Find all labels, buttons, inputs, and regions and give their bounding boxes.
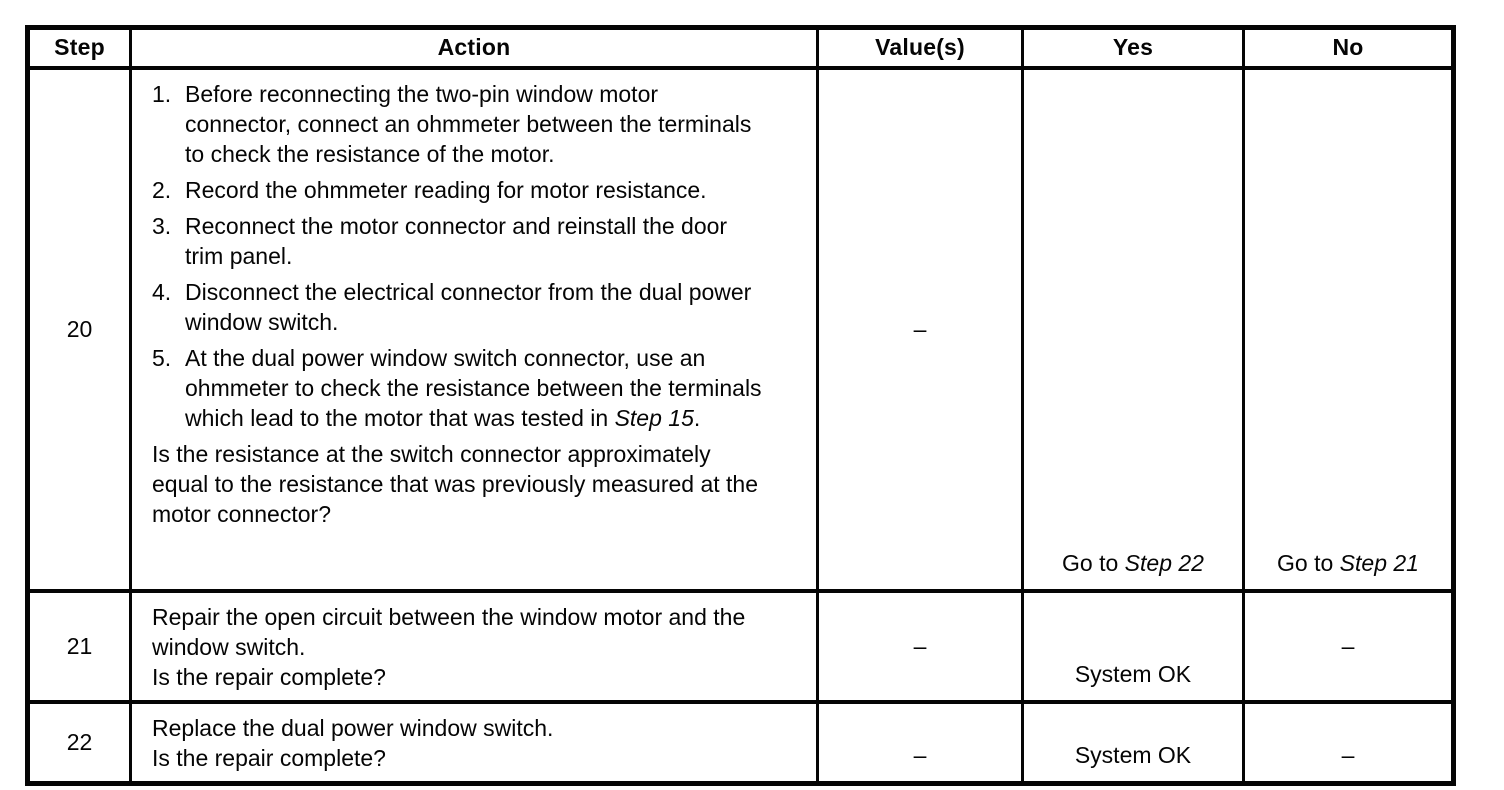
value-cell: – xyxy=(816,65,1024,593)
action-statement: Repair the open circuit between the wind… xyxy=(152,603,746,660)
yes-text: Go to xyxy=(1062,549,1125,576)
action-item-text: Before reconnecting the two-pin window m… xyxy=(185,80,752,167)
diagnostic-question: Is the repair complete? xyxy=(152,744,386,771)
action-cell: Replace the dual power window switch. Is… xyxy=(129,699,819,785)
header-cell-values: Value(s) xyxy=(816,25,1024,70)
no-cell: – xyxy=(1242,699,1455,785)
no-cell: – xyxy=(1242,588,1455,704)
no-cell: Go to Step 21 xyxy=(1242,65,1455,593)
table-row-step-21: 21 Repair the open circuit between the w… xyxy=(26,588,1455,704)
action-item-text-suffix: . xyxy=(693,404,701,431)
action-item-2: 2. Record the ohmmeter reading for motor… xyxy=(152,175,764,205)
step-number: 21 xyxy=(26,588,132,704)
yes-cell: System OK xyxy=(1021,699,1245,785)
diagnostic-question: Is the resistance at the switch connecto… xyxy=(152,440,759,527)
action-item-text: Reconnect the motor connector and reinst… xyxy=(185,212,728,269)
no-text: Go to xyxy=(1277,549,1340,576)
scanned-page: Step Action Value(s) Yes No 20 1. Before… xyxy=(25,25,1456,786)
action-item-number: 5. xyxy=(152,344,172,371)
value-cell: – xyxy=(816,699,1024,785)
action-item-3: 3. Reconnect the motor connector and rei… xyxy=(152,211,764,271)
step-number: 20 xyxy=(26,65,132,593)
action-item-4: 4. Disconnect the electrical connector f… xyxy=(152,277,764,337)
header-cell-action: Action xyxy=(129,25,819,70)
action-item-number: 3. xyxy=(152,212,172,239)
action-cell: Repair the open circuit between the wind… xyxy=(129,588,819,704)
action-item-5: 5. At the dual power window switch conne… xyxy=(152,343,764,433)
header-cell-step: Step xyxy=(26,25,132,70)
table-row-step-22: 22 Replace the dual power window switch.… xyxy=(26,699,1455,785)
table-header-row: Step Action Value(s) Yes No xyxy=(26,25,1455,70)
step-reference: Step 15 xyxy=(614,404,694,431)
action-item-text: Disconnect the electrical connector from… xyxy=(185,278,752,335)
header-cell-no: No xyxy=(1242,25,1455,70)
diagnostic-question: Is the repair complete? xyxy=(152,663,386,690)
action-item-text-main: At the dual power window switch connecto… xyxy=(185,344,762,431)
action-item-text: At the dual power window switch connecto… xyxy=(185,343,764,433)
action-item-number: 4. xyxy=(152,278,172,305)
value-cell: – xyxy=(816,588,1024,704)
yes-cell: System OK xyxy=(1021,588,1245,704)
action-item-number: 1. xyxy=(152,80,172,107)
table-row-step-20: 20 1. Before reconnecting the two-pin wi… xyxy=(26,65,1455,593)
yes-cell: Go to Step 22 xyxy=(1021,65,1245,593)
action-item-text: Record the ohmmeter reading for motor re… xyxy=(185,176,707,203)
action-item-1: 1. Before reconnecting the two-pin windo… xyxy=(152,79,764,169)
step-reference: Step 21 xyxy=(1339,549,1419,576)
diagnostic-table: Step Action Value(s) Yes No 20 1. Before… xyxy=(25,25,1456,786)
step-reference: Step 22 xyxy=(1124,549,1204,576)
action-item-number: 2. xyxy=(152,176,172,203)
action-statement: Replace the dual power window switch. xyxy=(152,714,554,741)
header-cell-yes: Yes xyxy=(1021,25,1245,70)
step-number: 22 xyxy=(26,699,132,785)
action-cell: 1. Before reconnecting the two-pin windo… xyxy=(129,65,819,593)
